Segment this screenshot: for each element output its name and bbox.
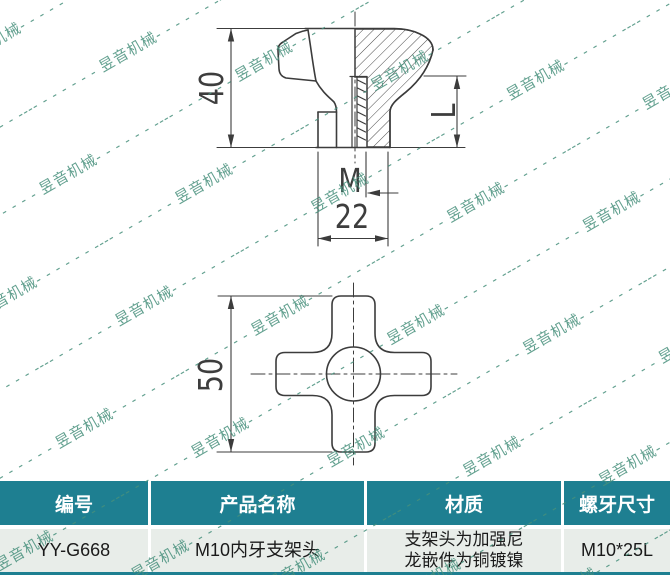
- table-header-name: 产品名称: [151, 481, 364, 525]
- material-line-2: 龙嵌件为铜镀镍: [404, 550, 524, 570]
- table-header-code: 编号: [0, 481, 148, 525]
- front-view-drawing: [216, 11, 467, 247]
- material-line-1: 支架头为加强尼: [404, 530, 524, 550]
- table-cell-thread: M10*25L: [564, 529, 670, 572]
- table-cell-material: 支架头为加强尼 龙嵌件为铜镀镍: [367, 529, 561, 572]
- table-cell-code: YY-G668: [0, 529, 148, 572]
- bottom-centerlines: [250, 282, 458, 466]
- technical-drawing: [216, 11, 467, 466]
- table-header-material: 材质: [367, 481, 561, 525]
- bottom-dimension-arrows: [227, 296, 235, 452]
- dim-diameter-label: 50: [190, 357, 230, 393]
- table-header-thread: 螺牙尺寸: [564, 481, 670, 525]
- cross-outline: [275, 295, 432, 453]
- dim-hub-width-label: 22: [334, 196, 370, 236]
- spec-table: 编号 产品名称 材质 螺牙尺寸 YY-G668 M10内牙支架头 支架头为加强尼…: [0, 481, 670, 575]
- bottom-view-drawing: [216, 282, 458, 466]
- dim-height-label: 40: [191, 70, 231, 106]
- thread-detail: [349, 75, 368, 148]
- front-dimension-arrows: [227, 28, 461, 242]
- dim-thread-label: M: [338, 160, 362, 200]
- table-cell-name: M10内牙支架头: [151, 529, 364, 572]
- hatch-section: [354, 28, 434, 148]
- dim-thread-depth-label: L: [423, 103, 463, 119]
- bottom-extension-lines: [216, 295, 333, 453]
